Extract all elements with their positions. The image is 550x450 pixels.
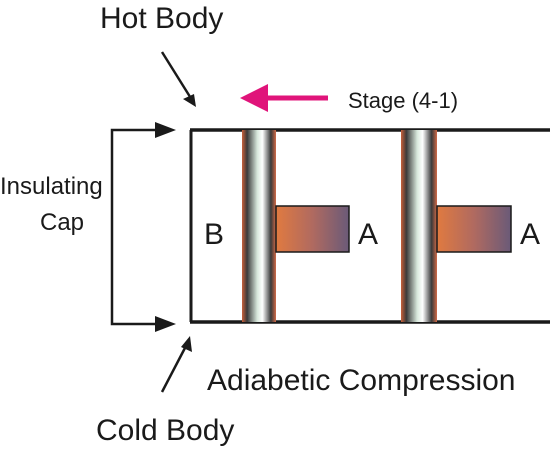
bracket-top-arrowhead (155, 122, 176, 138)
stage-label: Stage (4-1) (348, 88, 458, 113)
hot-body-arrow (160, 51, 194, 101)
bracket-bottom-arrowhead (155, 316, 176, 332)
cold-body-arrow (160, 345, 188, 393)
insulating-label-line2: Cap (40, 209, 84, 236)
insulating-bracket (110, 128, 155, 326)
insulating-label-line1: Insulating (0, 173, 103, 200)
right-piston-rod (436, 205, 512, 253)
hot-body-arrowhead (183, 94, 196, 107)
stage-arrowhead (240, 84, 268, 112)
left-piston (242, 130, 276, 322)
right-piston (401, 130, 437, 322)
chamber-a-label-right: A (520, 218, 540, 251)
cold-body-label: Cold Body (96, 414, 234, 447)
cold-body-arrowhead (181, 336, 192, 352)
chamber-a-label-left: A (358, 218, 378, 251)
left-piston-rod (275, 205, 350, 253)
process-label: Adiabetic Compression (207, 364, 515, 397)
chamber-b-label: B (204, 218, 224, 251)
hot-body-label: Hot Body (100, 2, 223, 35)
